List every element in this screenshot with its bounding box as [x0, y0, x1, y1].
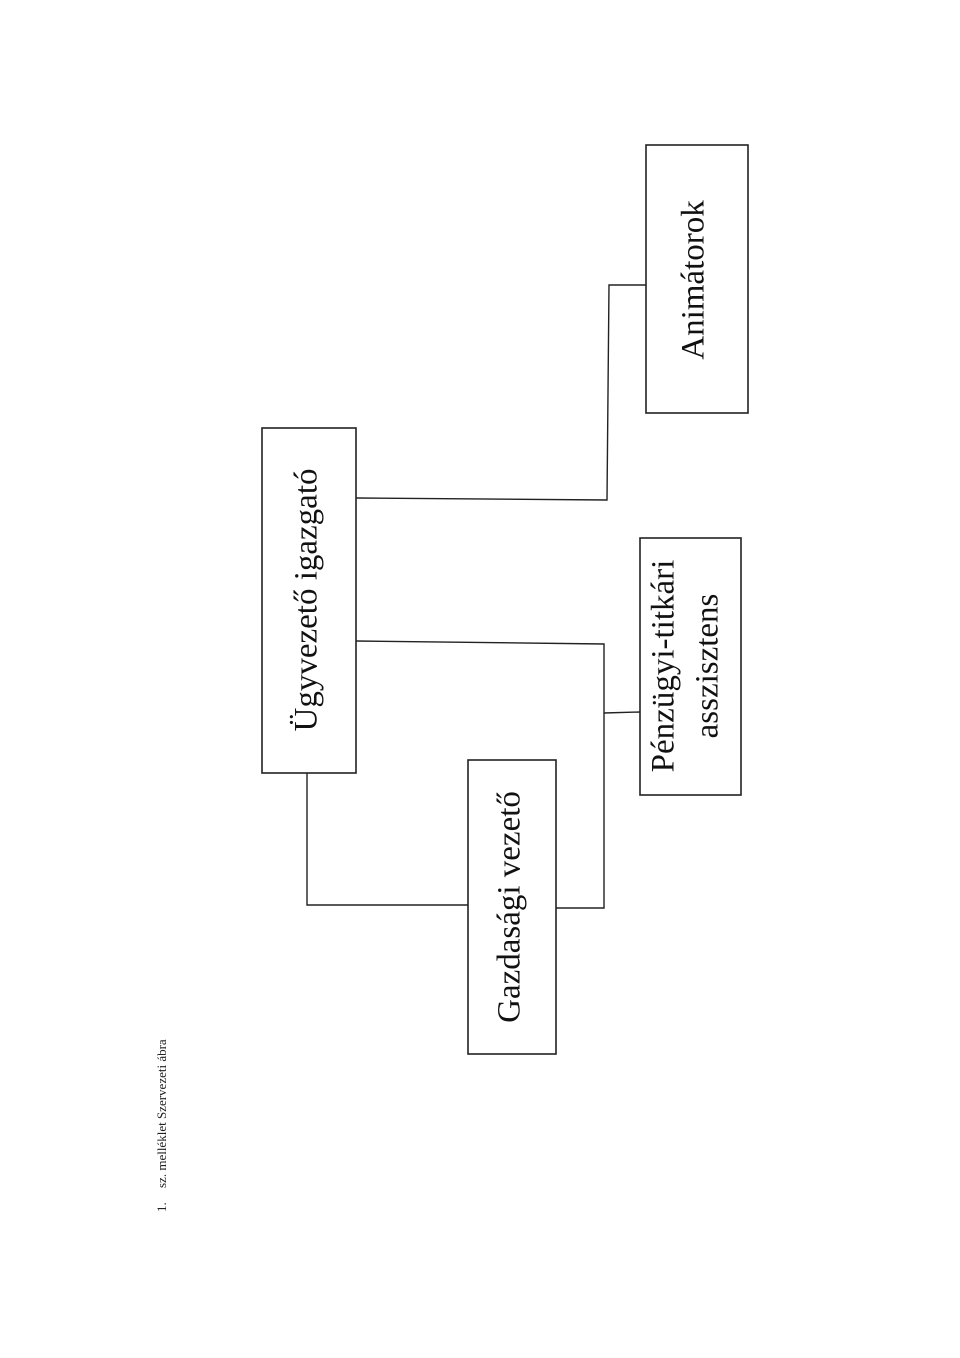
- node-penzugyi: Pénzügyi-titkári asszisztens: [639, 537, 742, 796]
- node-animatorok: Animátorok: [645, 144, 749, 414]
- node-animatorok-label: Animátorok: [676, 200, 712, 360]
- node-ugyvezeto-label: Ügyvezető igazgató: [289, 469, 325, 732]
- caption-text: sz. melléklet Szervezeti ábra: [154, 1039, 169, 1188]
- node-penzugyi-box: [639, 537, 742, 796]
- caption-number: 1.: [154, 1202, 169, 1212]
- connector-ugyvezeto-gazdasagi: [306, 773, 470, 906]
- connector-ugyvezeto-animatorok: [355, 284, 646, 501]
- node-animatorok-box: [645, 144, 749, 414]
- connector-ugyvezeto-penzugyi: [355, 640, 605, 909]
- node-ugyvezeto: Ügyvezető igazgató: [261, 427, 357, 774]
- node-gazdasagi-box: [467, 759, 557, 1055]
- node-penzugyi-line1: Pénzügyi-titkári: [646, 560, 682, 773]
- node-ugyvezeto-box: [261, 427, 357, 774]
- node-penzugyi-line2: asszisztens: [690, 594, 726, 739]
- node-gazdasagi: Gazdasági vezető: [467, 759, 557, 1055]
- caption: 1. sz. melléklet Szervezeti ábra: [154, 1039, 169, 1212]
- connector-penzugyi-branch: [603, 711, 641, 714]
- node-gazdasagi-label: Gazdasági vezető: [492, 791, 528, 1023]
